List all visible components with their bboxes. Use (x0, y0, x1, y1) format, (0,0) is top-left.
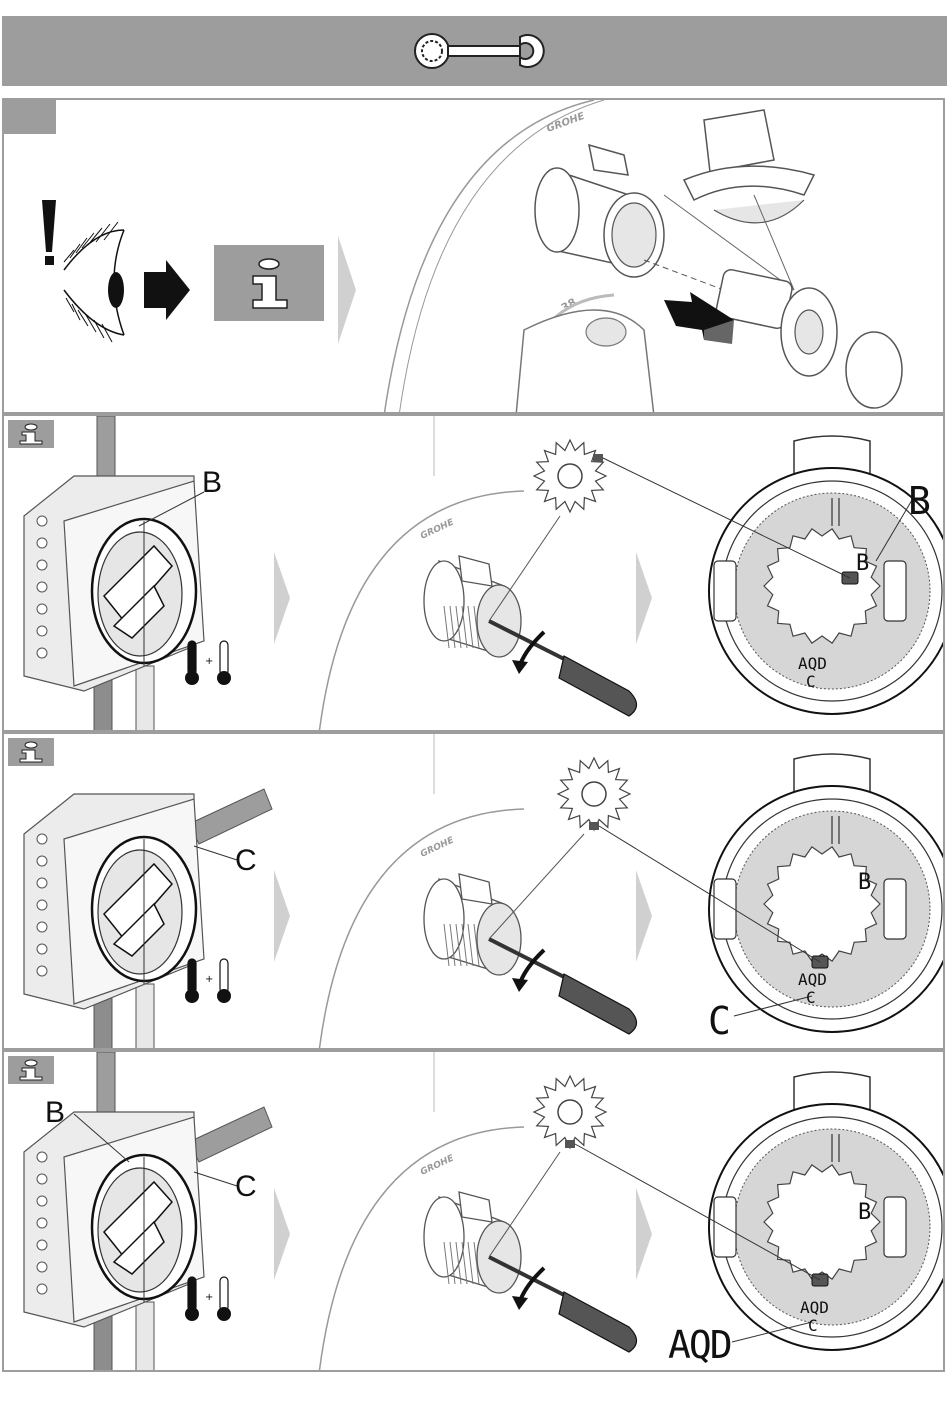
label-aqd-dial: AQD (800, 1300, 829, 1316)
label-c-left: C (235, 1172, 257, 1202)
mounting-box (24, 1112, 204, 1327)
step-panel-3: + GROHE (2, 732, 945, 1050)
label-b-left: B (45, 1098, 65, 1128)
right-arrow-icon (144, 260, 190, 320)
thermometer-icon: + (185, 959, 231, 1003)
thermometer-icon: + (185, 641, 231, 685)
mounting-box (24, 476, 204, 691)
header-bar (2, 16, 947, 86)
label-aqd-dial: AQD (798, 972, 827, 988)
exclamation-eye-icon (42, 200, 124, 342)
info-icon (8, 1056, 54, 1084)
label-aqd-right-big: AQD (668, 1326, 731, 1364)
label-b-right-big: B (908, 482, 929, 520)
label-b-dial: B (858, 872, 871, 894)
info-icon (8, 420, 54, 448)
thermometer-icon: + (185, 1277, 231, 1321)
step-panel-2: + GROHE (2, 414, 945, 732)
svg-text:+: + (205, 974, 213, 985)
info-icon (8, 738, 54, 766)
adjustment-dial (575, 1072, 945, 1350)
label-b-dial: B (858, 1202, 871, 1224)
label-c-dial: C (808, 1318, 818, 1334)
label-c-right-big: C (708, 1002, 729, 1040)
adjustment-dial (603, 436, 945, 714)
cartridge (424, 874, 521, 975)
step-panel-4: + GROHE (2, 1050, 945, 1372)
svg-text:GROHE: GROHE (419, 517, 456, 541)
label-b-left: B (202, 468, 222, 498)
svg-text:GROHE: GROHE (419, 1153, 456, 1177)
mounting-box (24, 794, 204, 1009)
label-aqd-dial: AQD (798, 656, 827, 672)
label-c-dial: C (806, 674, 816, 690)
cartridge (424, 556, 521, 657)
label-c-left: C (235, 846, 257, 876)
wrench-icon (2, 16, 947, 86)
label-c-dial: C (806, 990, 816, 1006)
cartridge (424, 1192, 521, 1293)
adjustment-dial (599, 754, 945, 1032)
svg-text:+: + (205, 1292, 213, 1303)
info-icon (214, 245, 324, 321)
svg-text:+: + (205, 656, 213, 667)
svg-text:GROHE: GROHE (419, 835, 456, 859)
label-b-dial: B (856, 553, 869, 575)
step-panel-1: GROHE 38 (2, 98, 945, 414)
